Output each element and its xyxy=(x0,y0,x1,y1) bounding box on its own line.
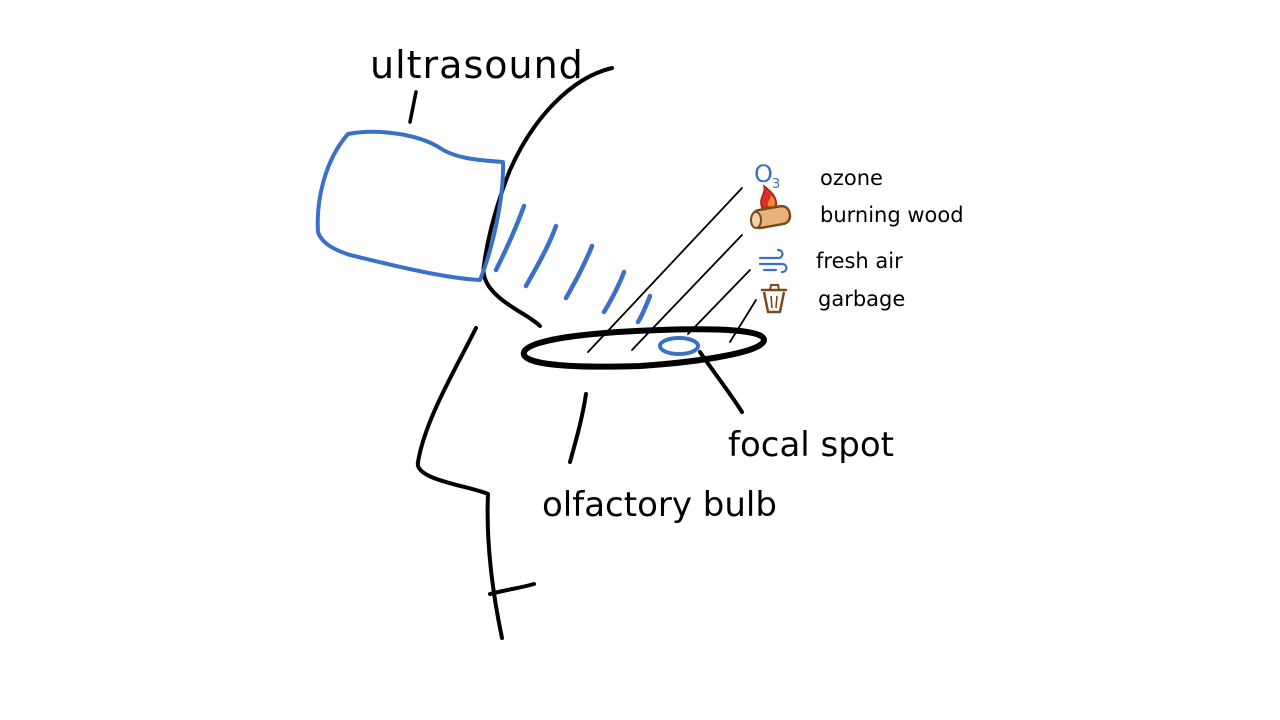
ozone-subscript: 3 xyxy=(772,177,780,192)
ultrasound-label: ultrasound xyxy=(370,43,584,87)
head-profile xyxy=(415,66,614,640)
odor-label-fresh-air: fresh air xyxy=(816,249,903,273)
ultrasound-waves xyxy=(493,203,653,325)
odor-label-burning-wood: burning wood xyxy=(820,203,964,227)
odor-label-ozone: ozone xyxy=(820,166,883,190)
olfactory-bulb-leader-line xyxy=(568,392,588,464)
wind-icon xyxy=(758,248,788,274)
focal-spot-label: focal spot xyxy=(728,425,894,465)
focal-spot xyxy=(658,336,700,356)
olfactory-bulb-label: olfactory bulb xyxy=(542,485,777,525)
ozone-symbol: O xyxy=(754,160,773,188)
trash-can-icon xyxy=(760,284,788,314)
olfactory-bulb xyxy=(521,326,767,370)
burning-wood-icon xyxy=(750,184,792,230)
focal-spot-leader-line xyxy=(698,350,744,414)
ultrasound-leader-line xyxy=(408,90,418,124)
ultrasound-transducer xyxy=(315,129,506,282)
ozone-o3-icon: O 3 xyxy=(754,160,780,192)
odor-lines xyxy=(587,187,757,353)
odor-label-garbage: garbage xyxy=(818,287,905,311)
